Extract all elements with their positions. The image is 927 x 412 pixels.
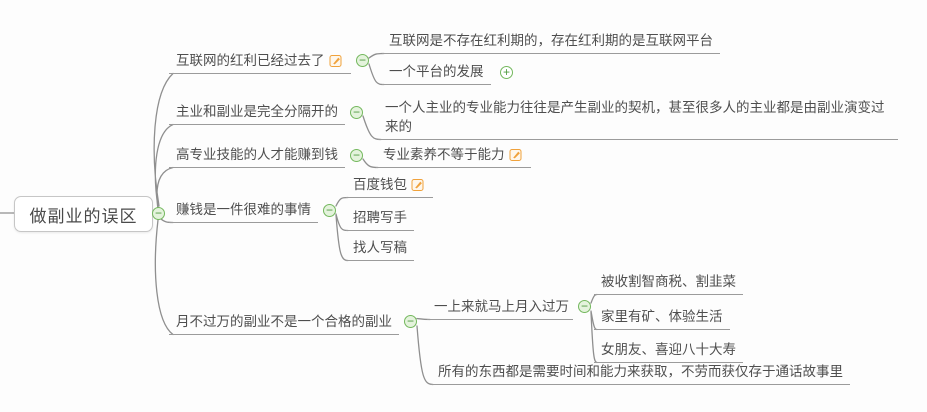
topic-instant-10k[interactable]: 一上来就马上月入过万	[427, 295, 573, 320]
topic-label: 招聘写手	[353, 210, 407, 225]
topic-label: 专业素养不等于能力	[383, 147, 505, 162]
topic-label: 被收割智商税、割韭菜	[601, 274, 736, 289]
topic-root[interactable]: 做副业的误区	[14, 196, 153, 232]
topic-label: 女朋友、喜迎八十大寿	[601, 342, 736, 357]
topic-label: 一个平台的发展	[389, 64, 484, 79]
topic-root-label: 做副业的误区	[29, 206, 138, 226]
topic-label: 高专业技能的人才能赚到钱	[176, 147, 338, 162]
topic-no-bonus-period[interactable]: 互联网是不存在红利期的，存在红利期的是互联网平台	[382, 29, 720, 54]
note-icon[interactable]	[509, 147, 523, 162]
collapse-button[interactable]: −	[578, 300, 591, 313]
topic-find-ghostwriter[interactable]: 找人写稿	[346, 236, 414, 261]
topic-needs-time-ability[interactable]: 所有的东西都是需要时间和能力来获取，不劳而获仅存于通话故事里	[431, 360, 850, 385]
topic-platform-growth[interactable]: 一个平台的发展	[382, 60, 491, 85]
collapse-button-root[interactable]: −	[152, 207, 165, 220]
collapse-button[interactable]: −	[404, 315, 417, 328]
note-icon[interactable]	[411, 177, 425, 192]
collapse-button[interactable]: −	[350, 106, 363, 119]
expand-button[interactable]: +	[500, 66, 513, 79]
topic-label: 一上来就马上月入过万	[434, 299, 569, 314]
topic-label: 赚钱是一件很难的事情	[176, 202, 311, 217]
topic-hire-writers[interactable]: 招聘写手	[346, 206, 414, 231]
topic-label: 找人写稿	[353, 240, 407, 255]
topic-label: 互联网的红利已经过去了	[176, 53, 325, 68]
topic-iq-tax[interactable]: 被收割智商税、割韭菜	[594, 270, 743, 295]
topic-branch-main-vs-side[interactable]: 主业和副业是完全分隔开的	[169, 100, 345, 125]
topic-literacy-not-ability[interactable]: 专业素养不等于能力	[376, 143, 531, 168]
topic-label: 月不过万的副业不是一个合格的副业	[176, 314, 392, 329]
topic-label: 一个人主业的专业能力往往是产生副业的契机，甚至很多人的主业都是由副业演变过来的	[385, 100, 885, 134]
collapse-button[interactable]: −	[356, 54, 369, 67]
topic-branch-hard-to-earn[interactable]: 赚钱是一件很难的事情	[169, 198, 318, 223]
topic-rich-family[interactable]: 家里有矿、体验生活	[594, 305, 730, 330]
collapse-button[interactable]: −	[323, 204, 336, 217]
collapse-button[interactable]: −	[350, 149, 363, 162]
topic-girlfriend-birthday[interactable]: 女朋友、喜迎八十大寿	[594, 338, 743, 363]
topic-label: 主业和副业是完全分隔开的	[176, 104, 338, 119]
topic-branch-10k-per-month[interactable]: 月不过万的副业不是一个合格的副业	[169, 310, 399, 335]
topic-label: 百度钱包	[353, 177, 407, 192]
topic-label: 互联网是不存在红利期的，存在红利期的是互联网平台	[389, 33, 713, 48]
topic-main-skill-opportunity[interactable]: 一个人主业的专业能力往往是产生副业的契机，甚至很多人的主业都是由副业演变过来的	[378, 96, 898, 140]
topic-branch-high-skill[interactable]: 高专业技能的人才能赚到钱	[169, 143, 345, 168]
topic-branch-internet-bonus[interactable]: 互联网的红利已经过去了	[169, 49, 351, 74]
topic-baidu-wallet[interactable]: 百度钱包	[346, 173, 433, 198]
note-icon[interactable]	[329, 53, 343, 68]
topic-label: 家里有矿、体验生活	[601, 309, 723, 324]
topic-label: 所有的东西都是需要时间和能力来获取，不劳而获仅存于通话故事里	[438, 364, 843, 379]
